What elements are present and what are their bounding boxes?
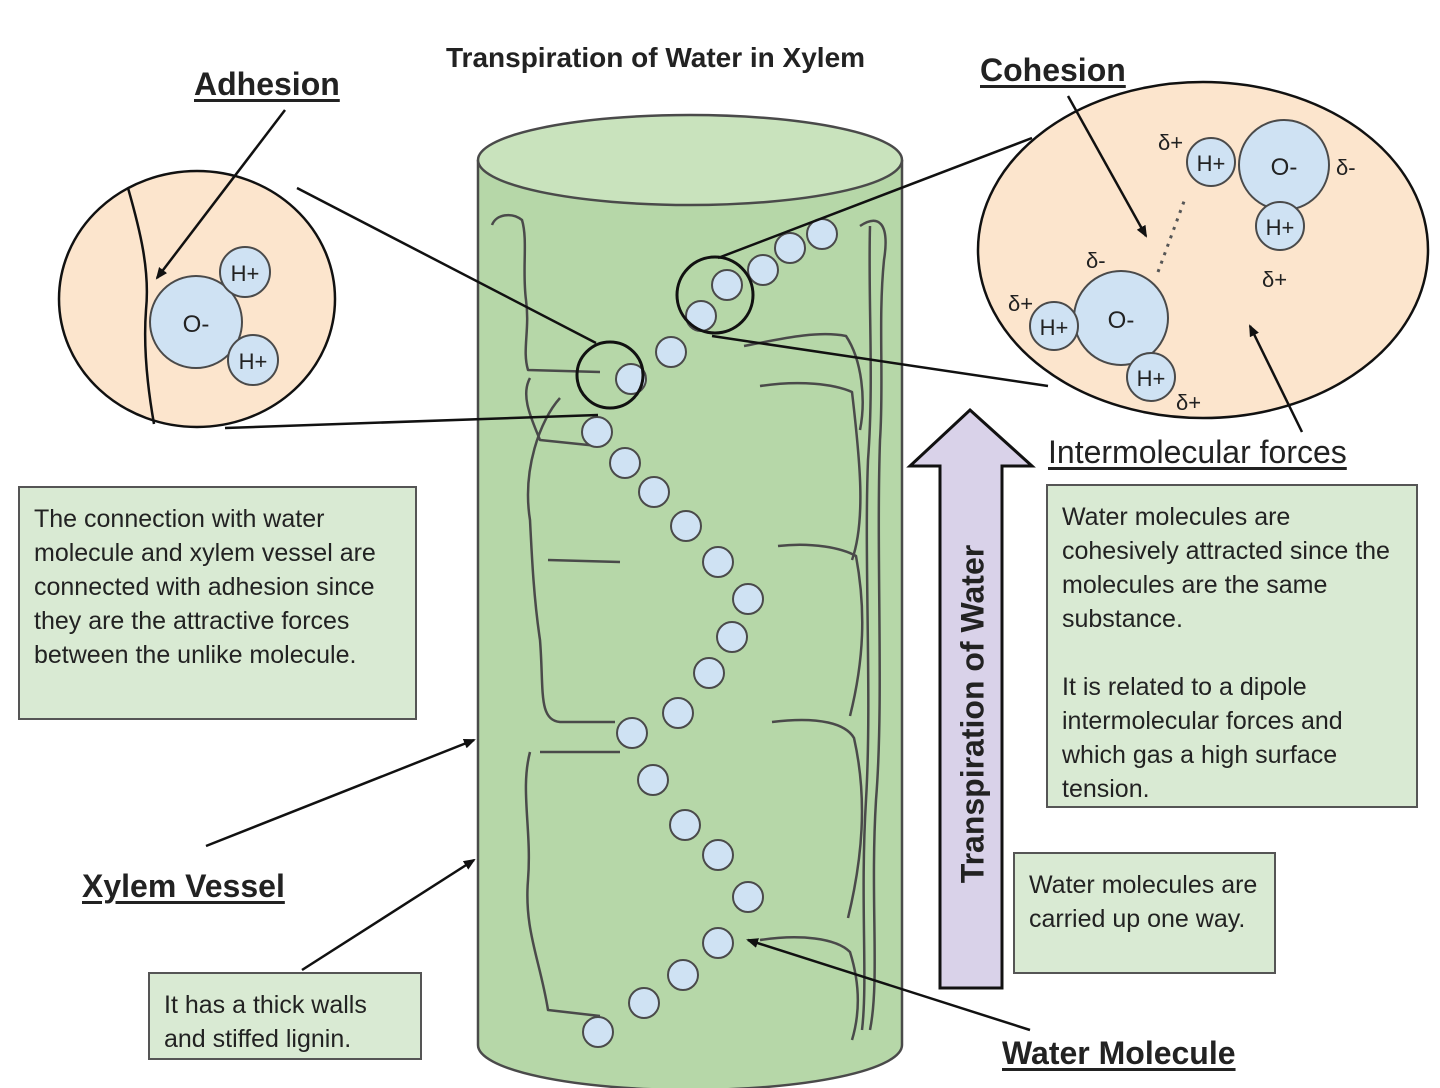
- water-molecule-dot: [655, 336, 687, 368]
- adhesion-heading: Adhesion: [194, 66, 340, 102]
- delta-negative-label: δ-: [1336, 155, 1356, 180]
- water-molecule-dot: [716, 621, 748, 653]
- adhesion-zoom-view: O- H+ H+: [57, 169, 337, 429]
- vessel-inner-walls: [490, 213, 887, 1041]
- cohesion-heading: Cohesion: [980, 52, 1126, 88]
- oxygen-label: O-: [1108, 307, 1135, 334]
- adhesion-arrow: [155, 109, 286, 280]
- adhesion-note: The connection with water molecule and x…: [18, 486, 417, 720]
- intermolecular-arrow: [1248, 324, 1304, 433]
- oxygen-label: O-: [1271, 154, 1298, 181]
- water-molecule-dot: [616, 717, 648, 749]
- intermolecular-forces-label: Intermolecular forces: [1048, 434, 1347, 470]
- water-molecule-dot: [638, 476, 670, 508]
- water-molecule-dot: [711, 269, 743, 301]
- delta-positive-label: δ+: [1176, 390, 1201, 415]
- hydrogen-label: H+: [231, 261, 260, 286]
- water-molecule-dot: [774, 232, 806, 264]
- water-molecule-dot: [628, 987, 660, 1019]
- water-molecule-dot: [637, 764, 669, 796]
- vessel-top: [476, 113, 904, 207]
- delta-positive-label: δ+: [1008, 291, 1033, 316]
- partial-charge-labels: δ+ δ- δ+ δ- δ+ δ+: [1008, 130, 1356, 415]
- hydrogen-label: H+: [1040, 315, 1069, 340]
- water-molecule-dot: [747, 254, 779, 286]
- water-molecule-dot: [702, 927, 734, 959]
- delta-negative-label: δ-: [1086, 248, 1106, 273]
- transpiration-arrow: [906, 407, 1036, 990]
- water-molecule-chain: [581, 218, 838, 1048]
- water-molecule-dot: [670, 510, 702, 542]
- diagram-title: Transpiration of Water in Xylem: [446, 42, 866, 73]
- water-molecule-dot: [667, 959, 699, 991]
- xylem-vessel-heading: Xylem Vessel: [82, 868, 285, 904]
- cohesion-note-text-2: It is related to a dipole intermolecular…: [1062, 673, 1343, 803]
- cohesion-zoom-circle: [976, 80, 1430, 420]
- hydrogen-atom: [1029, 301, 1079, 351]
- water-molecule-dot: [615, 363, 647, 395]
- water-molecule-dot: [669, 809, 701, 841]
- cohesion-note: Water molecules are cohesively attracted…: [1046, 484, 1418, 808]
- water-molecule-dot: [582, 1016, 614, 1048]
- water-molecule-dot: [702, 839, 734, 871]
- adhesion-water-molecule: O- H+ H+: [149, 246, 279, 386]
- hydrogen-label: H+: [1197, 151, 1226, 176]
- water-molecule-dot: [732, 881, 764, 913]
- xylem-vessel: [476, 113, 904, 1088]
- oxygen-atom: [149, 275, 243, 369]
- delta-positive-label: δ+: [1158, 130, 1183, 155]
- water-molecule-dot: [685, 300, 717, 332]
- water-molecule-heading: Water Molecule: [1002, 1035, 1236, 1071]
- hydrogen-atom: [1126, 352, 1176, 402]
- lower-water-molecule: O- H+ H+: [1029, 270, 1176, 402]
- xylem-walls-arrow: [301, 858, 476, 972]
- hydrogen-atom: [227, 334, 279, 386]
- hydrogen-atom: [219, 246, 271, 298]
- one-way-note: Water molecules are carried up one way.: [1013, 852, 1276, 974]
- cohesion-note-text-1: Water molecules are cohesively attracted…: [1062, 503, 1390, 633]
- hydrogen-atom: [1255, 201, 1305, 251]
- oxygen-label: O-: [183, 311, 210, 338]
- delta-positive-label: δ+: [1262, 267, 1287, 292]
- hydrogen-atom: [1186, 137, 1236, 187]
- water-molecule-dot: [662, 697, 694, 729]
- zoom-callout-lines: [224, 136, 1049, 430]
- upper-water-molecule: O- H+ H+: [1186, 119, 1330, 251]
- water-molecule-dot: [609, 447, 641, 479]
- xylem-wall-line: [126, 187, 156, 425]
- water-molecule-dot: [581, 416, 613, 448]
- hydrogen-label: H+: [239, 349, 268, 374]
- hydrogen-label: H+: [1137, 366, 1166, 391]
- xylem-walls-note: It has a thick walls and stiffed lignin.: [148, 972, 422, 1060]
- adhesion-zoom-marker: [575, 340, 645, 410]
- water-molecule-dot: [702, 546, 734, 578]
- water-molecule-dot: [732, 583, 764, 615]
- hydrogen-label: H+: [1266, 215, 1295, 240]
- one-way-note-text: Water molecules are carried up one way.: [1029, 871, 1258, 933]
- cohesion-zoom-view: O- H+ H+ O- H+ H+ δ+ δ- δ+ δ- δ+ δ+: [976, 80, 1430, 420]
- water-molecule-arrow: [746, 938, 1031, 1032]
- transpiration-arrow-label: Transpiration of Water: [954, 544, 991, 884]
- xylem-vessel-arrow: [205, 738, 476, 848]
- cohesion-arrow: [1066, 95, 1148, 238]
- water-molecule-dot: [693, 657, 725, 689]
- pointer-arrows: [155, 95, 1304, 1032]
- vessel-body: [476, 160, 904, 1088]
- cohesion-zoom-marker: [675, 255, 755, 335]
- xylem-walls-note-text: It has a thick walls and stiffed lignin.: [164, 991, 367, 1053]
- adhesion-note-text: The connection with water molecule and x…: [34, 505, 376, 669]
